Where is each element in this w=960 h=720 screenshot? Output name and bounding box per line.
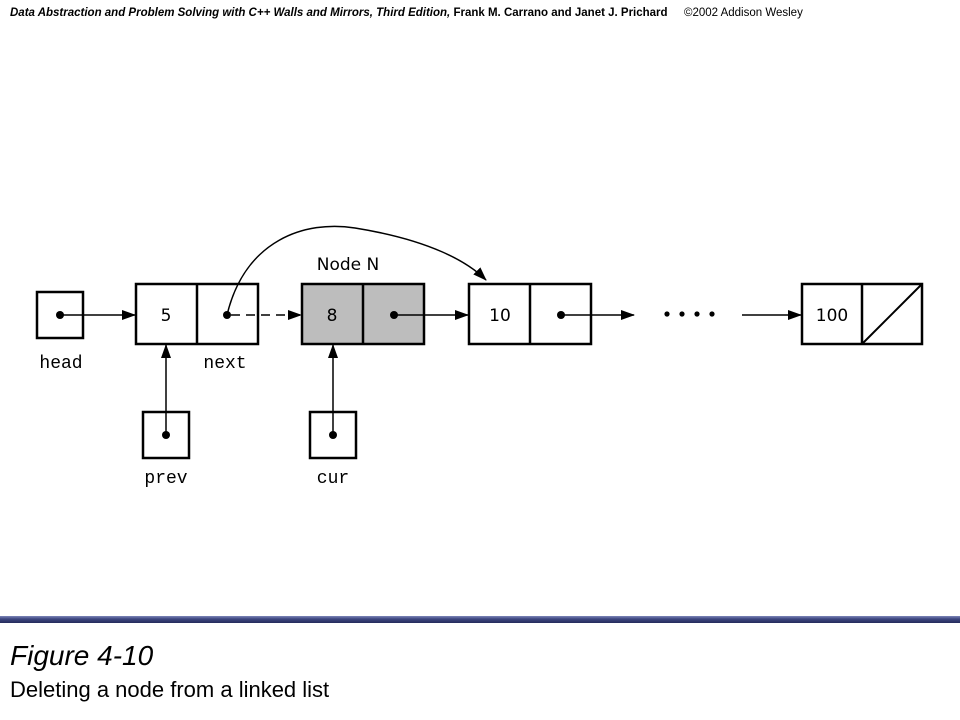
node-value: 10: [489, 306, 511, 326]
node-100: 100: [800, 282, 924, 346]
ellipsis: [664, 311, 715, 317]
head-pointer: [35, 290, 136, 340]
node-value: 5: [161, 306, 172, 326]
null-slash: [861, 283, 923, 345]
node-value: 8: [327, 306, 338, 326]
node-5: 5: [134, 225, 487, 346]
linked-list-diagram: 5 Node N 8 10 100 head next: [35, 225, 924, 489]
cur-pointer: [308, 344, 358, 460]
cur-label: cur: [317, 469, 349, 489]
footer-divider-bar: [0, 616, 960, 623]
book-title: Data Abstraction and Problem Solving wit…: [10, 7, 451, 19]
node-n-label: Node N: [317, 255, 380, 275]
node-8: 8: [300, 282, 469, 346]
node-10: 10: [467, 282, 635, 346]
book-authors: Frank M. Carrano and Janet J. Prichard: [453, 7, 668, 19]
copyright: ©2002 Addison Wesley: [683, 7, 803, 19]
next-label: next: [203, 354, 246, 374]
prev-label: prev: [144, 469, 187, 489]
node-value: 100: [816, 306, 848, 326]
citation-header: Data Abstraction and Problem Solving wit…: [10, 6, 950, 20]
bypass-link: [226, 225, 487, 316]
prev-pointer: [141, 344, 191, 460]
figure-caption: Deleting a node from a linked list: [10, 677, 330, 702]
figure-title: Figure 4-10: [10, 640, 154, 671]
head-label: head: [39, 354, 82, 374]
